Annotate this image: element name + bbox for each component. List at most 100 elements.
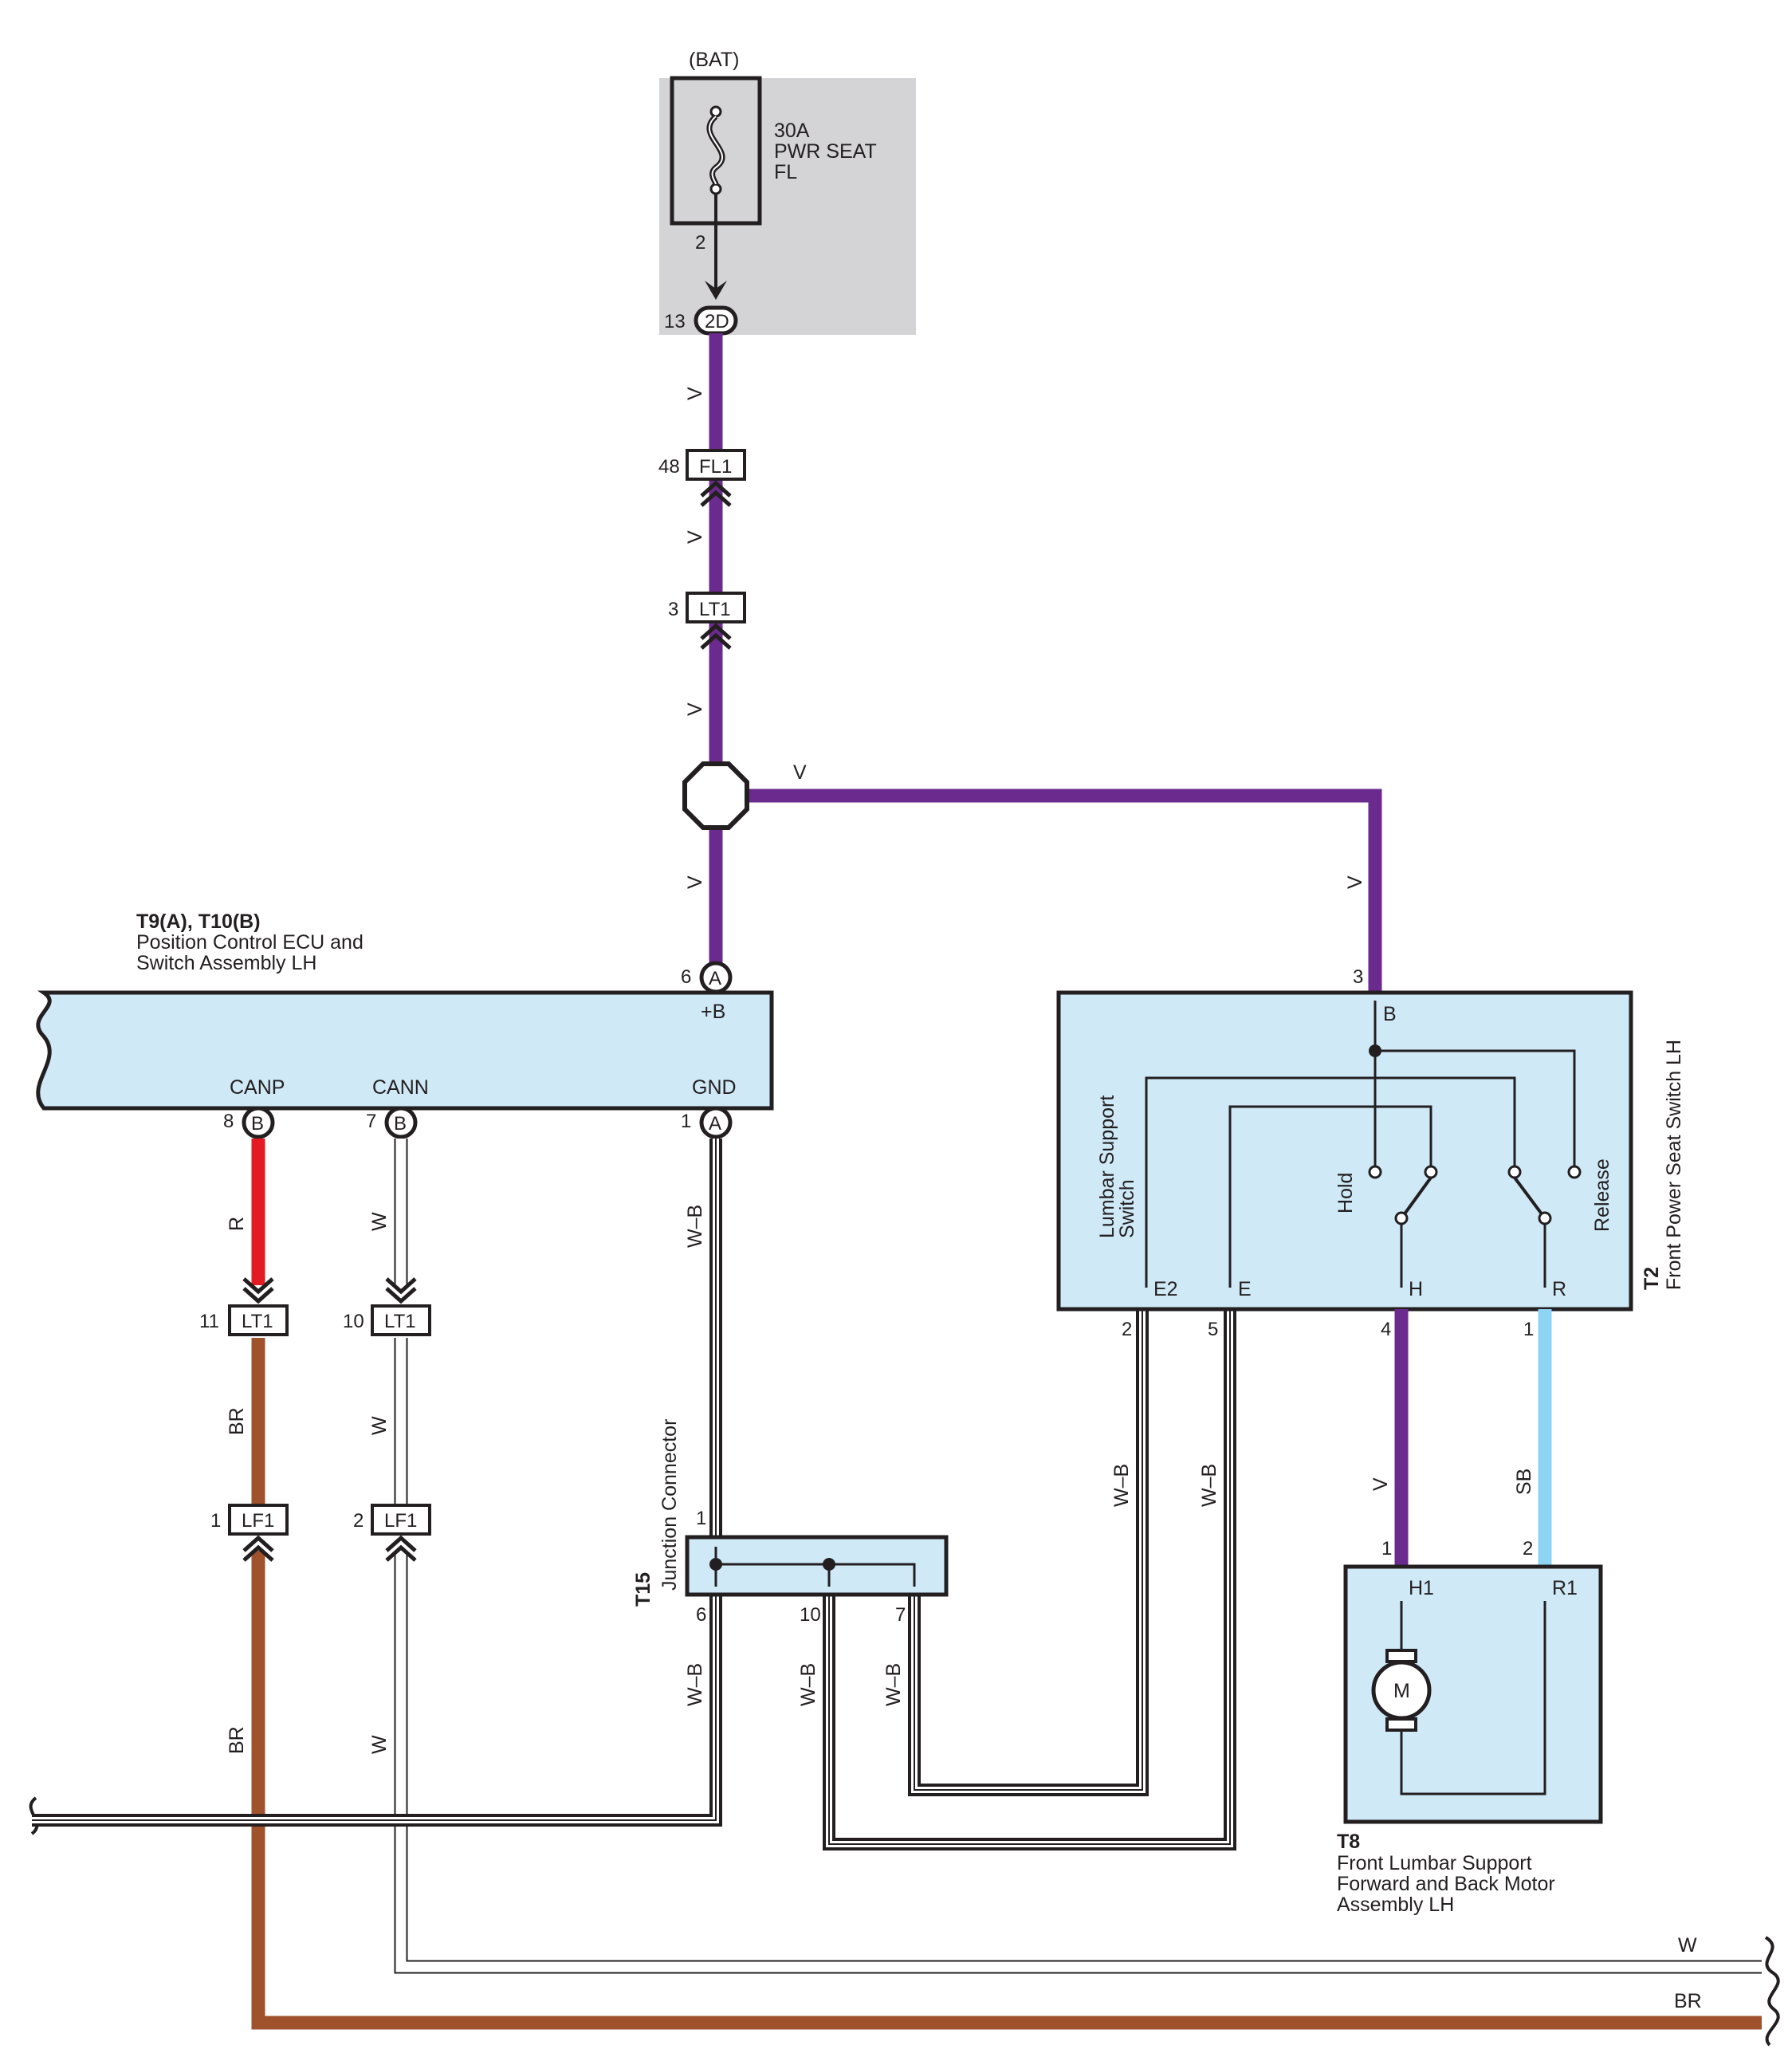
cann-wires — [394, 1139, 1762, 1974]
ecu-terminal-cann: CANN — [372, 1076, 429, 1099]
wire-label-br-3: BR — [1674, 1990, 1702, 2012]
fuse-name-line2: FL — [774, 161, 797, 183]
violet-wires — [709, 333, 1382, 993]
svg-text:3: 3 — [668, 599, 678, 620]
svg-text:LT1: LT1 — [242, 1311, 273, 1332]
fuse-arrow-icon — [705, 281, 727, 300]
release-switch-arm — [1513, 1176, 1546, 1220]
svg-text:2: 2 — [353, 1510, 364, 1532]
ecu-pin-b: 6 — [681, 966, 691, 988]
wire-label-w-4: W — [1678, 1934, 1697, 1957]
junction-code: T15 — [632, 1572, 654, 1607]
motor-name-line2: Forward and Back Motor — [1337, 1873, 1555, 1895]
wire-label-v-4: V — [684, 875, 706, 889]
connector-lt1-canp: 11 LT1 — [199, 1277, 289, 1336]
fuse-rating: 30A — [774, 120, 810, 142]
lumbar-motor: 1 2 H1 R1 M T8 Front Lumbar Support Forw… — [1337, 1538, 1603, 1916]
ecu-terminal-gnd: GND — [692, 1076, 737, 1099]
svg-text:48: 48 — [658, 456, 680, 478]
canp-wires — [251, 1139, 1762, 2030]
junction-2d-pin: 13 — [664, 311, 686, 332]
switch-pin-b: 3 — [1353, 966, 1363, 988]
fl1-chevron-icon — [700, 480, 732, 507]
connector-lt1-top: 3 LT1 — [668, 592, 746, 650]
splice-point — [682, 761, 749, 830]
switch-terminal-b: B — [1383, 1003, 1397, 1025]
switch-name: Front Power Seat Switch LH — [1663, 1040, 1685, 1290]
fuse-name-line1: PWR SEAT — [774, 140, 877, 163]
connector-fl1: 48 FL1 — [658, 449, 746, 507]
wire-label-sb: SB — [1513, 1469, 1535, 1495]
switch-terminal-e: E — [1238, 1278, 1252, 1300]
lt1-cann-chevron-icon — [385, 1277, 417, 1304]
ecu-name-line2: Switch Assembly LH — [136, 952, 316, 974]
ecu-terminal-b: +B — [701, 1001, 725, 1023]
junction-pin-1: 1 — [696, 1508, 706, 1529]
hold-switch-arm — [1400, 1176, 1432, 1220]
ecu-pin-cann-conn: B — [394, 1113, 407, 1135]
wire-label-w-2: W — [368, 1416, 391, 1435]
fuse-source: (BAT) — [689, 49, 739, 71]
switch-code: T2 — [1641, 1267, 1663, 1290]
switch-sub-line2: Switch — [1116, 1179, 1138, 1238]
connector-lf1-cann: 2 LF1 — [353, 1504, 431, 1562]
fuse-icon — [706, 105, 725, 195]
motor-pin-r1: 2 — [1523, 1538, 1533, 1559]
connector-lf1-canp: 1 LF1 — [210, 1504, 289, 1562]
motor-pin-h1: 1 — [1381, 1538, 1392, 1559]
ecu-pin-gnd: 1 — [681, 1111, 691, 1132]
motor-symbol: M — [1393, 1680, 1410, 1702]
switch-release: Release — [1591, 1158, 1613, 1232]
break-mark-right — [1764, 1936, 1780, 2047]
motor-terminal-h1: H1 — [1409, 1577, 1434, 1599]
switch-terminal-e2: E2 — [1153, 1278, 1178, 1300]
junction-2d-label: 2D — [705, 311, 729, 332]
ecu-pin-cann: 7 — [366, 1111, 376, 1132]
ecu-pin-canp-conn: B — [251, 1113, 264, 1135]
lf1-cann-chevron-icon — [385, 1535, 417, 1562]
wire-label-wb-6: W–B — [1198, 1464, 1220, 1507]
wire-label-w-1: W — [368, 1212, 391, 1231]
svg-text:LF1: LF1 — [384, 1510, 417, 1532]
svg-text:11: 11 — [199, 1311, 219, 1332]
motor-icon: M — [1371, 1649, 1432, 1732]
switch-pin-h: 4 — [1381, 1319, 1391, 1340]
ecu-block: T9(A), T10(B) Position Control ECU and S… — [36, 911, 774, 1139]
wire-label-br-1: BR — [226, 1407, 248, 1435]
fuse-block: (BAT) 30A PWR SEAT FL 2 13 2D — [659, 49, 916, 336]
svg-text:FL1: FL1 — [699, 456, 732, 478]
wire-label-wb-3: W–B — [797, 1663, 819, 1706]
ecu-name-line1: Position Control ECU and — [136, 931, 364, 954]
wire-label-br-2: BR — [226, 1726, 248, 1754]
switch-terminal-r: R — [1552, 1278, 1566, 1300]
svg-text:LF1: LF1 — [242, 1510, 274, 1532]
connector-lt1-cann: 10 LT1 — [343, 1277, 431, 1336]
junction-pin-6: 6 — [696, 1604, 706, 1626]
wire-label-r: R — [226, 1217, 248, 1231]
ecu-terminal-canp: CANP — [230, 1076, 285, 1099]
switch-pin-r: 1 — [1523, 1319, 1534, 1340]
motor-name-line3: Assembly LH — [1337, 1894, 1454, 1916]
motor-terminal-r1: R1 — [1552, 1577, 1578, 1599]
ecu-body — [36, 990, 774, 1111]
junction-connector: T15 Junction Connector 1 6 10 7 — [632, 1419, 949, 1626]
wire-label-v-3: V — [684, 702, 706, 716]
fuse-pin: 2 — [695, 232, 705, 254]
wire-label-v-7: V — [1370, 1477, 1392, 1491]
wire-label-wb-5: W–B — [1110, 1464, 1133, 1507]
wire-label-w-3: W — [368, 1735, 391, 1754]
ecu-pin-canp: 8 — [223, 1111, 234, 1132]
ecu-code: T9(A), T10(B) — [136, 911, 261, 933]
wire-label-wb-1: W–B — [684, 1205, 706, 1248]
lt1-top-chevron-icon — [700, 623, 732, 650]
wire-label-wb-4: W–B — [882, 1663, 905, 1706]
junction-name: Junction Connector — [658, 1419, 681, 1591]
junction-pin-10: 10 — [800, 1604, 821, 1626]
svg-text:LT1: LT1 — [699, 599, 731, 620]
ecu-pin-gnd-conn: A — [709, 1113, 721, 1135]
wire-label-wb-2: W–B — [684, 1663, 706, 1706]
wire-label-v-1: V — [684, 387, 706, 400]
switch-sub-line1: Lumbar Support — [1096, 1095, 1118, 1238]
motor-name-line1: Front Lumbar Support — [1337, 1852, 1532, 1874]
